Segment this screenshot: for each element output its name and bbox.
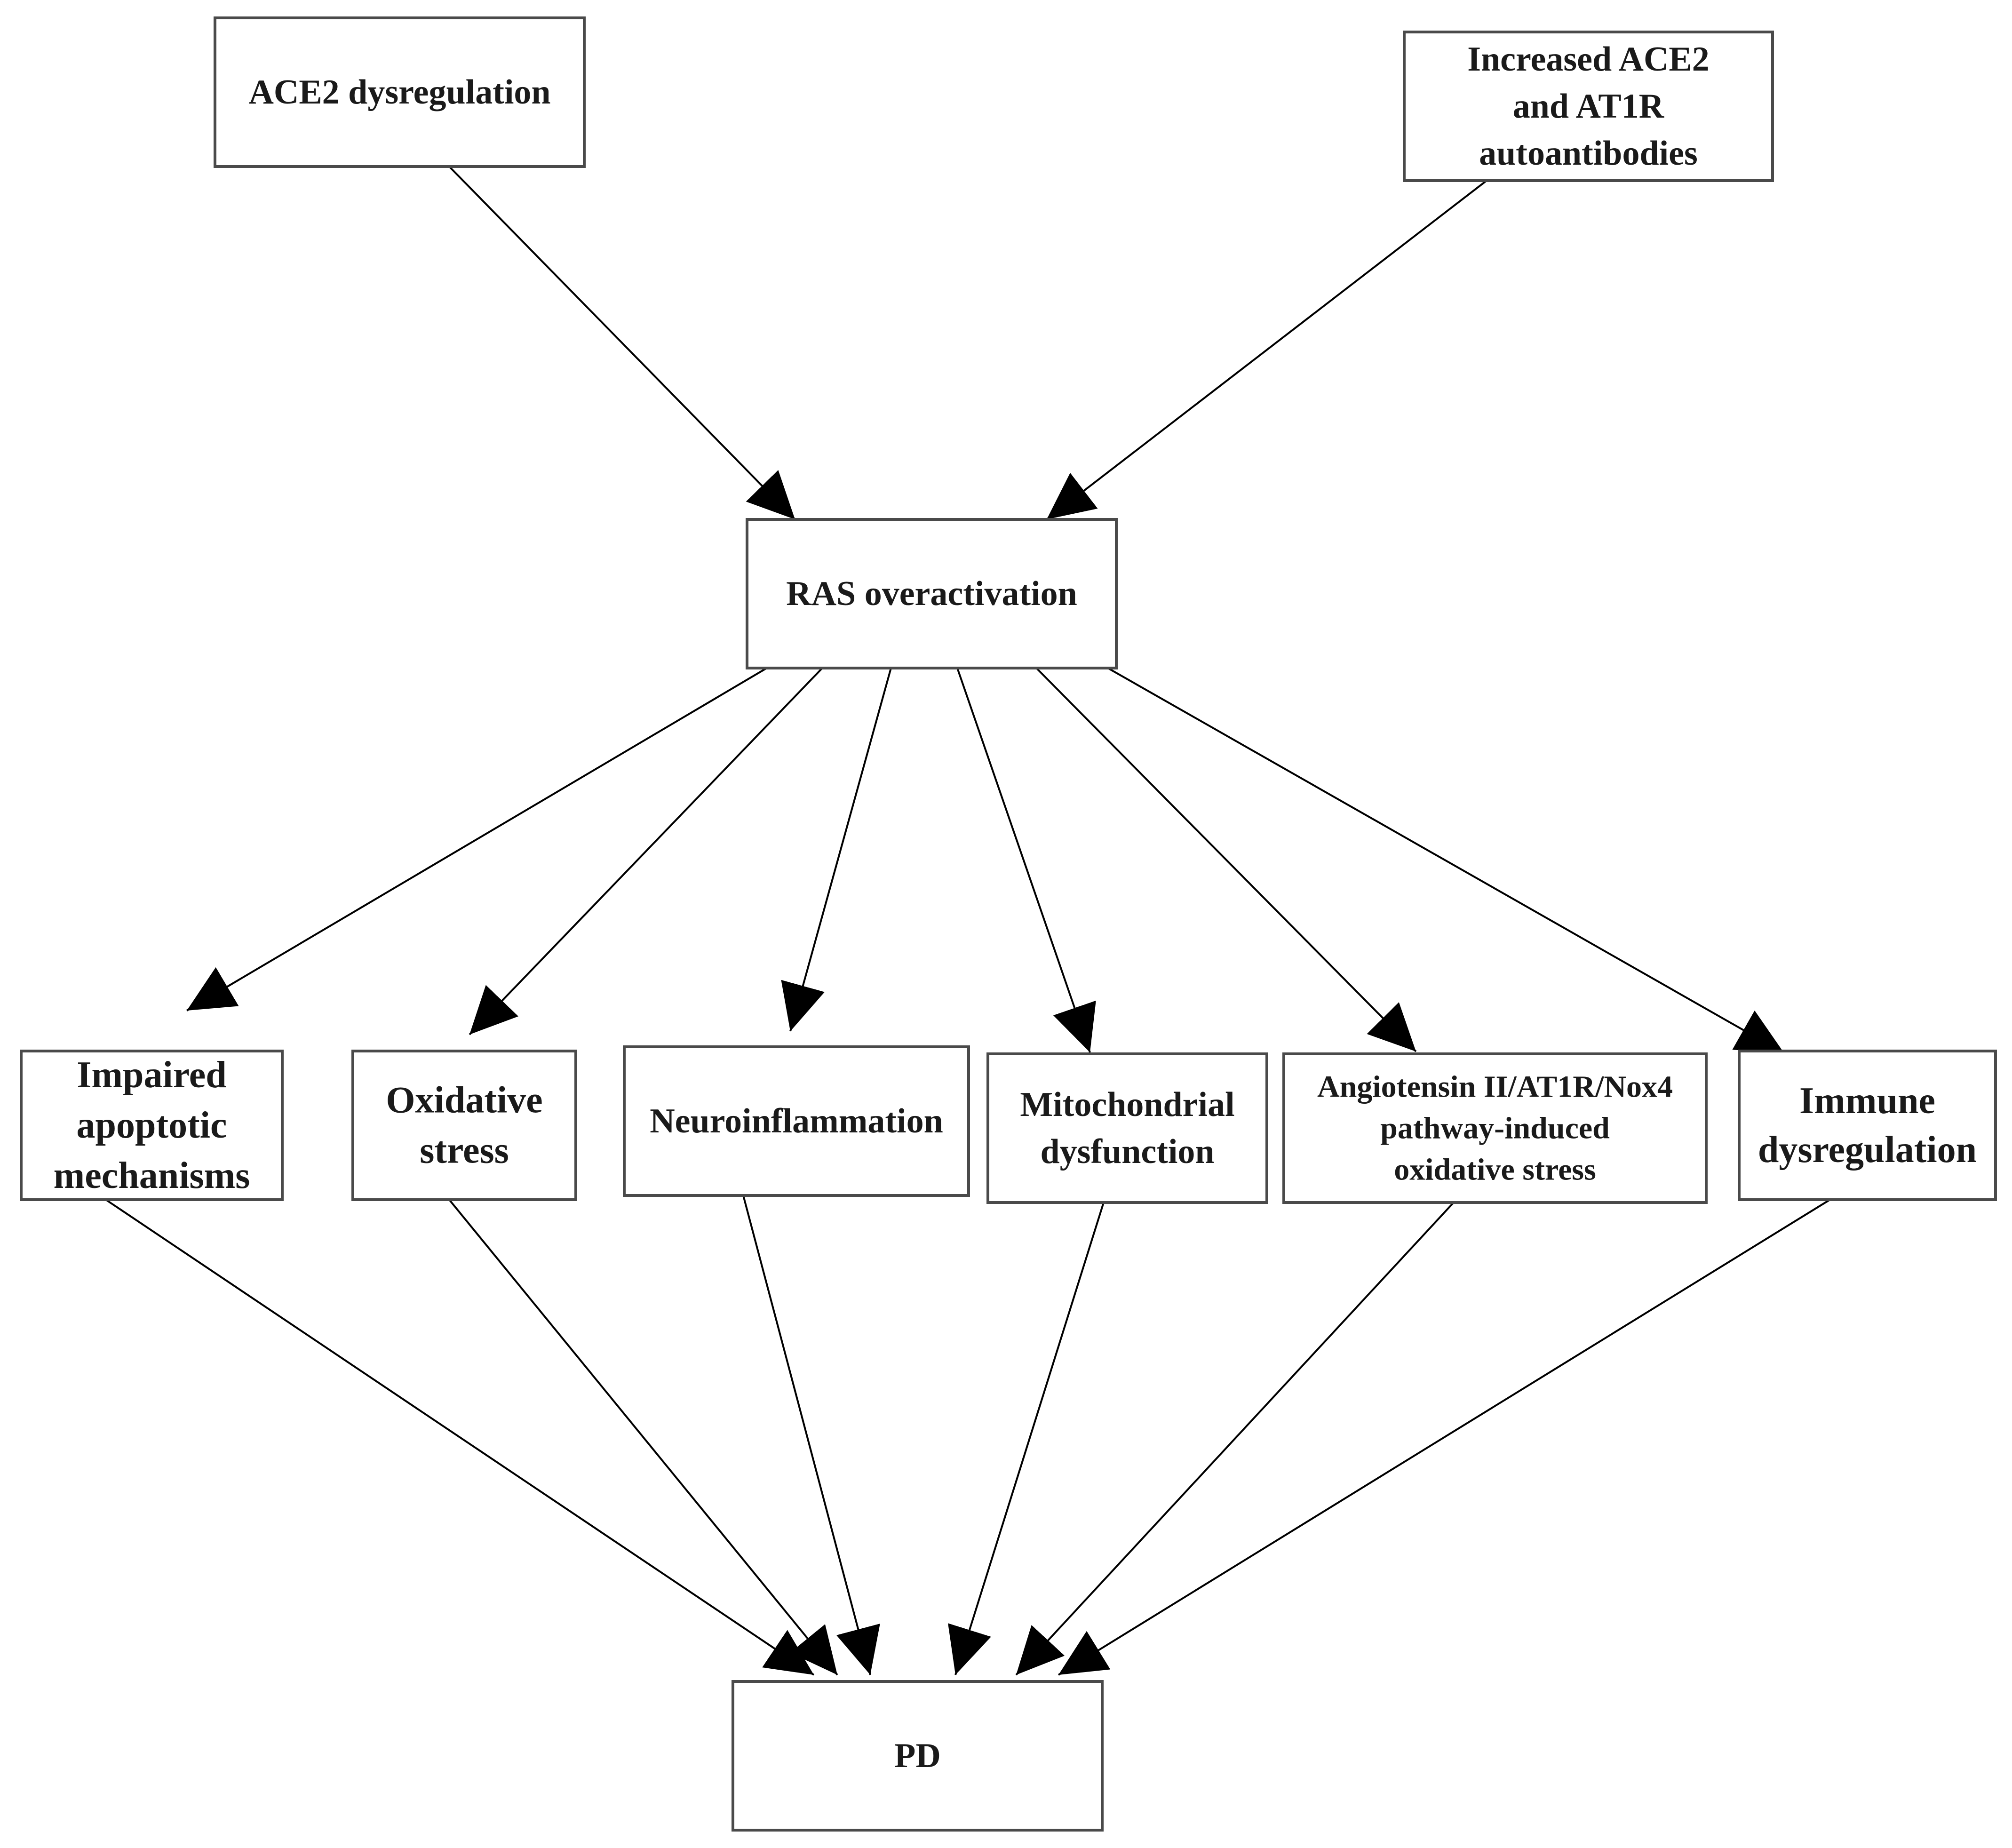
arrow-immune-to-pd xyxy=(1058,1199,1831,1676)
node-label-pd-line-0: PD xyxy=(894,1736,941,1775)
node-pd: PD xyxy=(732,1680,1104,1832)
node-box-oxidative xyxy=(351,1050,577,1201)
node-box-autoab xyxy=(1403,31,1774,182)
nodes-layer: ACE2 dysregulation Increased ACE2 and AT1R… xyxy=(20,16,1997,1832)
node-label-immune-line-0: Immune xyxy=(1799,1080,1935,1122)
node-label-oxidative-line-0: Oxidative xyxy=(386,1080,542,1121)
node-label-mito-line-1: dysfunction xyxy=(1040,1132,1214,1171)
node-label-ras-line-0: RAS overactivation xyxy=(786,574,1077,613)
node-label-angio-line-2: oxidative stress xyxy=(1394,1153,1596,1187)
node-box-apoptotic xyxy=(20,1050,284,1201)
arrow-oxidative-to-pd xyxy=(448,1199,838,1676)
node-ras: RAS overactivation xyxy=(746,518,1118,669)
node-label-autoab-line-0: Increased ACE2 xyxy=(1467,40,1710,79)
arrow-ras-to-neuro xyxy=(781,668,892,1032)
node-label-apoptotic-line-2: mechanisms xyxy=(54,1155,250,1196)
node-label-oxidative-line-1: stress xyxy=(420,1130,509,1171)
arrow-autoab-to-ras xyxy=(1046,180,1487,520)
node-immune: Immune dysregulation xyxy=(1738,1050,1997,1201)
node-label-angio-line-1: pathway-induced xyxy=(1380,1111,1610,1146)
node-label-ace2-line-0: ACE2 dysregulation xyxy=(248,73,550,112)
node-box-angio xyxy=(1282,1052,1708,1204)
node-apoptotic: Impaired apoptotic mechanisms xyxy=(20,1050,284,1201)
arrow-apoptotic-to-pd xyxy=(105,1199,815,1676)
node-label-autoab-line-1: and AT1R xyxy=(1513,87,1665,126)
node-oxidative: Oxidative stress xyxy=(351,1050,577,1201)
node-label-mito-line-0: Mitochondrial xyxy=(1020,1085,1234,1124)
arrow-mito-to-pd xyxy=(948,1202,1105,1675)
node-neuro: Neuroinflammation xyxy=(623,1045,970,1197)
node-mito: Mitochondrial dysfunction xyxy=(986,1052,1268,1204)
node-label-apoptotic-line-0: Impaired xyxy=(77,1054,227,1096)
node-ace2: ACE2 dysregulation xyxy=(214,16,586,168)
arrow-ras-to-apoptotic xyxy=(186,667,768,1012)
arrow-ras-to-mito xyxy=(956,668,1096,1053)
node-box-ace2 xyxy=(214,16,586,168)
node-box-ras xyxy=(746,518,1118,669)
arrow-ace2-to-ras xyxy=(448,166,796,520)
arrow-ras-to-immune xyxy=(1107,667,1785,1054)
node-box-pd xyxy=(732,1680,1104,1832)
arrow-angio-to-pd xyxy=(1015,1202,1455,1676)
node-box-immune xyxy=(1738,1050,1997,1201)
arrow-ras-to-angio xyxy=(1035,667,1417,1052)
node-box-neuro xyxy=(623,1045,970,1197)
node-label-angio-line-0: Angiotensin II/AT1R/Nox4 xyxy=(1317,1070,1673,1104)
arrow-ras-to-oxidative xyxy=(469,667,823,1036)
node-angio: Angiotensin II/AT1R/Nox4 pathway-induced o… xyxy=(1282,1052,1708,1204)
node-label-apoptotic-line-1: apoptotic xyxy=(77,1105,227,1146)
arrow-neuro-to-pd xyxy=(742,1195,880,1675)
node-label-neuro-line-0: Neuroinflammation xyxy=(650,1102,943,1140)
node-box-mito xyxy=(986,1052,1268,1204)
node-autoab: Increased ACE2 and AT1R autoantibodies xyxy=(1403,31,1774,182)
node-label-immune-line-1: dysregulation xyxy=(1758,1129,1977,1171)
edges-layer xyxy=(105,166,1831,1676)
node-label-autoab-line-2: autoantibodies xyxy=(1479,134,1698,173)
